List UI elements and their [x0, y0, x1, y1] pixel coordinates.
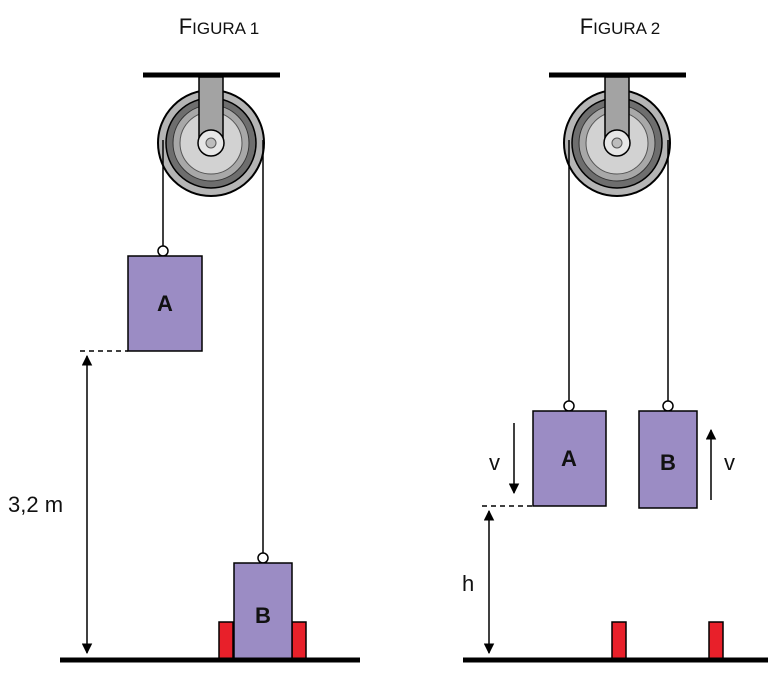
block-a-2 [532, 410, 607, 507]
height-label-2: h [462, 571, 474, 596]
block-b-1-label: B [255, 603, 271, 628]
block-b-2 [638, 410, 698, 509]
block-a-1 [127, 255, 203, 352]
figure-2: FIGURA 2 A B v v [462, 14, 768, 663]
hook-b-2 [662, 400, 674, 412]
figure-1-title: FIGURA 1 [179, 14, 260, 39]
block-b-1 [233, 562, 293, 661]
hook-b-1 [257, 552, 269, 564]
stopper-right-1 [291, 621, 307, 661]
block-b-2-label: B [660, 450, 676, 475]
hook-a-2 [563, 400, 575, 412]
velocity-a-label: v [489, 450, 500, 475]
velocity-b-label: v [724, 450, 735, 475]
block-a-2-label: A [561, 446, 577, 471]
hook-a-1 [157, 245, 169, 257]
stopper-left-1 [218, 621, 234, 661]
block-a-1-label: A [157, 291, 173, 316]
pulley-1 [157, 76, 265, 197]
height-label-1: 3,2 m [8, 492, 63, 517]
pulley-2 [563, 76, 671, 197]
figure-2-title: FIGURA 2 [580, 14, 661, 39]
stopper-left-2 [611, 621, 627, 661]
stopper-right-2 [708, 621, 724, 661]
figure-1: FIGURA 1 A 3,2 m B [8, 14, 360, 663]
